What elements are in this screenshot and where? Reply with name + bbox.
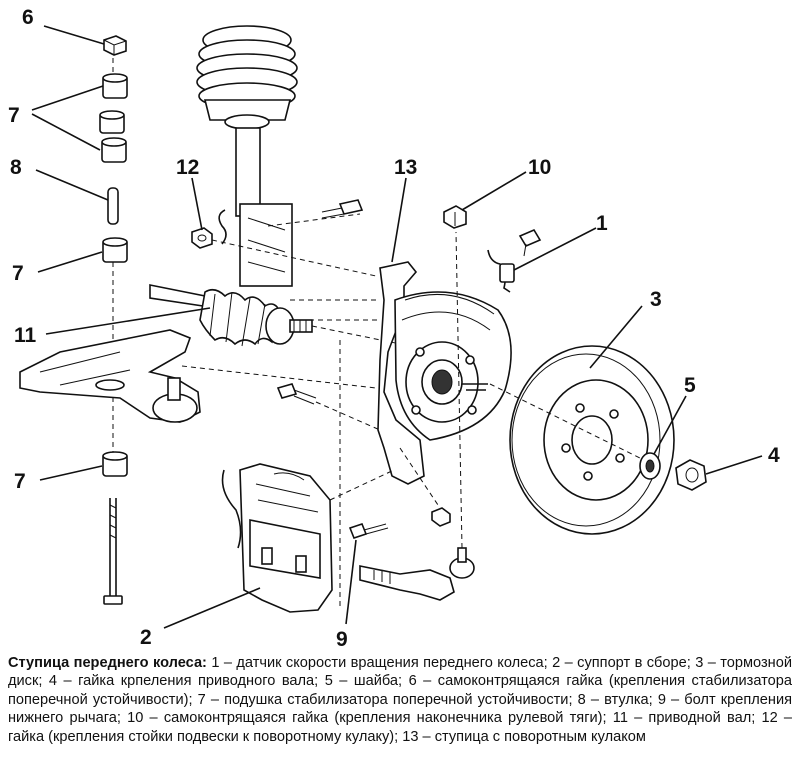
callout-4: 4	[768, 444, 780, 467]
callout-8: 8	[10, 156, 22, 179]
caption-text: 1 – датчик скорости вращения переднего к…	[8, 655, 792, 745]
brake-caliper-2	[221, 463, 333, 613]
stabilizer-link-bolt	[103, 498, 123, 605]
strut-spring	[196, 25, 298, 130]
callout-5: 5	[684, 374, 696, 397]
callout-13: 13	[394, 156, 417, 179]
callout-3: 3	[650, 288, 662, 311]
drive-shaft-11	[149, 284, 313, 347]
tie-rod-nut-10	[443, 205, 467, 229]
stabilizer-bushing-middle	[99, 110, 125, 134]
washer-5	[639, 452, 661, 480]
callout-7-c: 7	[14, 470, 26, 493]
callout-10: 10	[528, 156, 551, 179]
strut-nut-12	[191, 227, 213, 249]
wheel-speed-sensor-1	[487, 228, 542, 293]
hub-nut-lower	[431, 507, 451, 527]
stabilizer-bushing-7-c	[102, 451, 128, 477]
callout-9: 9	[336, 628, 348, 650]
stabilizer-bushing-7-b	[102, 237, 128, 263]
tie-rod-end	[359, 547, 475, 601]
callout-6: 6	[22, 6, 34, 29]
self-locking-nut-6	[103, 35, 127, 56]
caption-title: Ступица переднего колеса:	[8, 655, 207, 671]
callout-2: 2	[140, 626, 152, 649]
callout-1: 1	[596, 212, 608, 235]
callout-11: 11	[14, 324, 37, 347]
steering-knuckle-hub-13	[377, 261, 512, 485]
callout-7-a: 7	[8, 104, 20, 127]
leader-lines	[31, 25, 763, 629]
lower-arm-bolt-9	[348, 523, 389, 539]
hub-bolt-left	[276, 383, 317, 405]
figure-caption: Ступица переднего колеса: 1 – датчик ско…	[8, 654, 792, 746]
callout-7-b: 7	[12, 262, 24, 285]
lower-control-arm	[19, 329, 201, 423]
strut-body	[218, 127, 293, 287]
brake-disc-3	[509, 345, 675, 535]
strut-bolt-upper	[321, 199, 364, 219]
callout-12: 12	[176, 156, 199, 179]
drive-shaft-nut-4	[675, 459, 707, 491]
stabilizer-bushing-lower	[101, 137, 127, 163]
front-wheel-hub-exploded-diagram: 6 7 8 7 11 7 12 13 10 1 3 5 4 2 9	[8, 6, 780, 650]
sleeve-8	[107, 187, 119, 225]
stabilizer-bushing-top	[102, 73, 128, 99]
